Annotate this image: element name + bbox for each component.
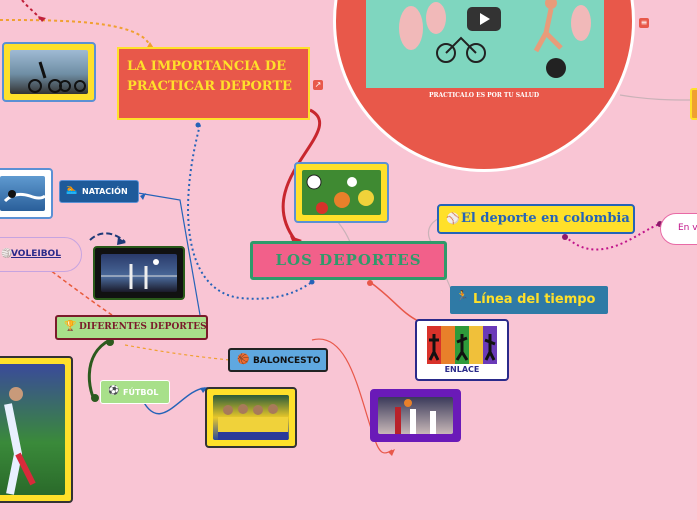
right-partial-node[interactable] [690, 88, 697, 120]
team-image-card[interactable] [205, 387, 297, 448]
swimming-image-card[interactable] [0, 168, 53, 219]
right-bubble-label: En v [678, 223, 697, 233]
sports-balls-icon [306, 174, 374, 214]
trophy-icon: 🏆 [64, 321, 77, 332]
futbol-node[interactable]: ⚽ FÚTBOL [100, 380, 170, 404]
enlace-node[interactable]: ENLACE [415, 319, 509, 381]
timeline-label: Línea del tiempo [473, 292, 596, 307]
natacion-node[interactable]: 🏊 NATACIÓN [59, 180, 139, 203]
swimmer-icon [3, 190, 45, 203]
timeline-node[interactable]: 🏃 Línea del tiempo [450, 286, 608, 314]
enlace-label: ENLACE [444, 365, 480, 374]
importance-label: LA IMPORTANCIA DE PRACTICAR DEPORTE [127, 59, 292, 94]
soccer-player-photo [0, 364, 65, 495]
cycling-image-card[interactable] [2, 42, 96, 102]
cyclist-icon [28, 61, 86, 93]
basketball-photo [378, 397, 453, 434]
team-photo [213, 395, 289, 440]
notes-icon[interactable]: ≡ [639, 18, 649, 28]
play-icon [480, 13, 490, 25]
play-button[interactable] [467, 7, 501, 31]
diferentes-label: DIFERENTES DEPORTES [79, 322, 207, 332]
video-caption: PRACTICALO ES POR TU SALUD [428, 92, 540, 99]
basketball-image-card[interactable] [370, 389, 461, 442]
right-bubble-node[interactable]: En v [660, 213, 697, 245]
volleyball-players-icon [101, 259, 177, 289]
colombia-label: El deporte en colombia [461, 211, 630, 226]
baseball-icon: ⚾ [446, 212, 460, 225]
baloncesto-label: BALONCESTO [253, 356, 321, 366]
volleyball-image-card[interactable] [93, 246, 185, 300]
volleyball-icon: 🏐 [1, 249, 13, 259]
futbol-label: FÚTBOL [123, 388, 159, 397]
cycling-photo [10, 50, 88, 94]
natacion-label: NATACIÓN [82, 187, 128, 196]
colombia-node[interactable]: ⚾ El deporte en colombia [437, 204, 635, 234]
athletes-icon [427, 326, 497, 364]
soccer-player-icon [4, 387, 36, 495]
central-label: LOS DEPORTES [275, 251, 422, 269]
external-link-icon[interactable]: ↗ [313, 80, 323, 90]
volleyball-photo [101, 254, 177, 292]
voleibol-node[interactable]: 🏐 VOLEIBOL [0, 237, 82, 272]
importance-node[interactable]: LA IMPORTANCIA DE PRACTICAR DEPORTE [117, 47, 310, 120]
basketball-icon: 🏀 [237, 354, 250, 365]
voleibol-label[interactable]: VOLEIBOL [11, 249, 61, 259]
soccer-player-image-card[interactable] [0, 356, 73, 503]
team-players-icon [218, 404, 288, 440]
central-node[interactable]: LOS DEPORTES [250, 241, 447, 280]
swimming-photo [0, 176, 45, 211]
runner-icon: 🏃 [456, 291, 469, 302]
swimming-icon: 🏊 [66, 185, 78, 195]
balls-photo [302, 170, 381, 215]
soccer-icon: ⚽ [108, 386, 120, 396]
illustration-icon [399, 0, 591, 78]
balls-image-card[interactable] [294, 162, 389, 223]
baloncesto-node[interactable]: 🏀 BALONCESTO [228, 348, 328, 372]
diferentes-node[interactable]: 🏆 DIFERENTES DEPORTES [55, 315, 208, 340]
basketball-players-icon [395, 399, 436, 434]
video-thumbnail[interactable] [366, 0, 604, 88]
